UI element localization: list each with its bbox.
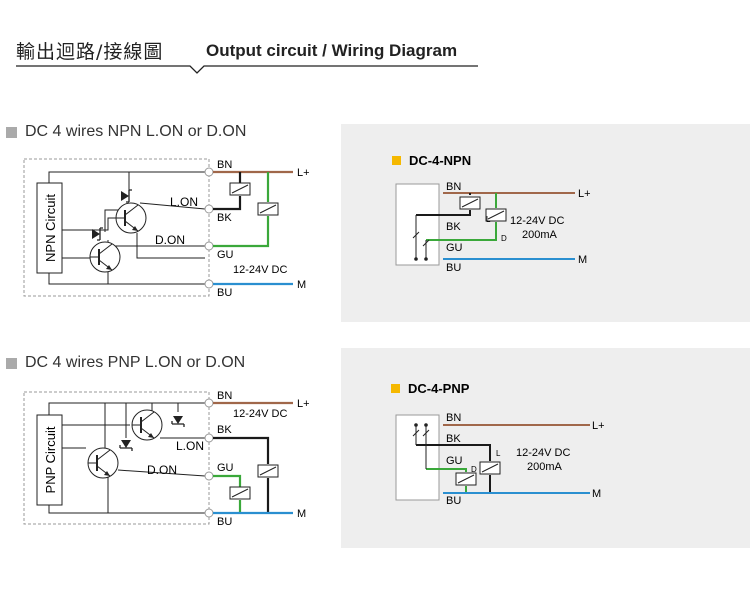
page-title-chinese: 輸出迴路/接線圖 <box>16 41 164 63</box>
load-relay-icon <box>229 486 251 500</box>
pnp-lon-label: L.ON <box>176 439 204 453</box>
sensor-body <box>395 414 440 501</box>
npn-circuit-label: NPN Circuit <box>43 194 58 262</box>
npn-section-heading-text: DC 4 wires NPN L.ON or D.ON <box>25 123 247 140</box>
sensor-housing-outline <box>23 158 210 297</box>
gu-label: GU <box>217 462 234 474</box>
gu-label: GU <box>446 242 463 254</box>
sensor-housing-outline <box>23 391 210 525</box>
load-l-label: L <box>486 215 491 224</box>
header-underline <box>16 65 478 74</box>
pnp-circuit-box <box>36 414 63 506</box>
page-title-english: Output circuit / Wiring Diagram <box>206 41 458 60</box>
gu-wire <box>213 474 242 513</box>
load-relay-icon <box>257 202 279 216</box>
load-l-label: L <box>496 449 501 458</box>
pnp-circuit-label: PNP Circuit <box>43 426 58 493</box>
bk-wire <box>213 436 270 513</box>
bullet-square-icon <box>6 126 17 138</box>
bu-label: BU <box>446 495 461 507</box>
m-label: M <box>592 488 601 500</box>
pnp-section-heading-text: DC 4 wires PNP L.ON or D.ON <box>25 354 246 371</box>
accent-square-icon <box>391 384 400 393</box>
gu-wire <box>213 172 270 248</box>
bn-label: BN <box>446 181 461 193</box>
pnp-don-label: D.ON <box>147 463 177 477</box>
npn-circuit-diagram: NPN Circuit L.ON D.ON BN BK GU <box>23 158 310 299</box>
bn-label: BN <box>217 390 232 402</box>
pnp-section-heading: DC 4 wires PNP L.ON or D.ON <box>6 354 245 372</box>
gu-label: GU <box>446 455 463 467</box>
load-d-label: D <box>501 234 507 243</box>
bu-label: BU <box>446 262 461 274</box>
npn-panel-heading: DC-4-NPN <box>409 153 471 168</box>
pnp-panel-heading: DC-4-PNP <box>408 381 470 396</box>
lplus-label: L+ <box>592 420 605 432</box>
lplus-label: L+ <box>578 188 591 200</box>
supply-label: 12-24V DC <box>516 447 570 459</box>
m-label: M <box>297 279 306 291</box>
bk-label: BK <box>446 433 461 445</box>
load-d-label: D <box>471 465 477 474</box>
gu-label: GU <box>217 249 234 261</box>
supply-label: 12-24V DC <box>510 215 564 227</box>
bu-label: BU <box>217 287 232 299</box>
sensor-body <box>395 183 440 266</box>
accent-square-icon <box>392 156 401 165</box>
bullet-square-icon <box>6 357 17 369</box>
bn-label: BN <box>446 412 461 424</box>
load-relay-icon <box>229 182 251 196</box>
npn-lon-label: L.ON <box>170 195 198 209</box>
npn-section-heading: DC 4 wires NPN L.ON or D.ON <box>6 123 246 141</box>
bn-label: BN <box>217 159 232 171</box>
bk-wire <box>213 172 242 211</box>
current-label: 200mA <box>522 229 558 241</box>
bk-label: BK <box>217 424 232 436</box>
lplus-label: L+ <box>297 398 310 410</box>
supply-label: 12-24V DC <box>233 264 287 276</box>
bk-label: BK <box>217 212 232 224</box>
current-label: 200mA <box>527 461 563 473</box>
m-label: M <box>578 254 587 266</box>
supply-label: 12-24V DC <box>233 408 287 420</box>
bk-label: BK <box>446 221 461 233</box>
pnp-circuit-diagram: PNP Circuit L.ON D.ON BN BK GU BU <box>23 390 310 528</box>
npn-don-label: D.ON <box>155 233 185 247</box>
load-relay-icon <box>257 464 279 478</box>
m-label: M <box>297 508 306 520</box>
lplus-label: L+ <box>297 167 310 179</box>
npn-panel-diagram: DC-4-NPN BN BK GU BU L D L+ M 12-24V DC … <box>392 153 591 274</box>
pnp-panel-diagram: DC-4-PNP BN BK GU BU L D L+ M 12-24V DC … <box>391 381 605 507</box>
bu-label: BU <box>217 516 232 528</box>
